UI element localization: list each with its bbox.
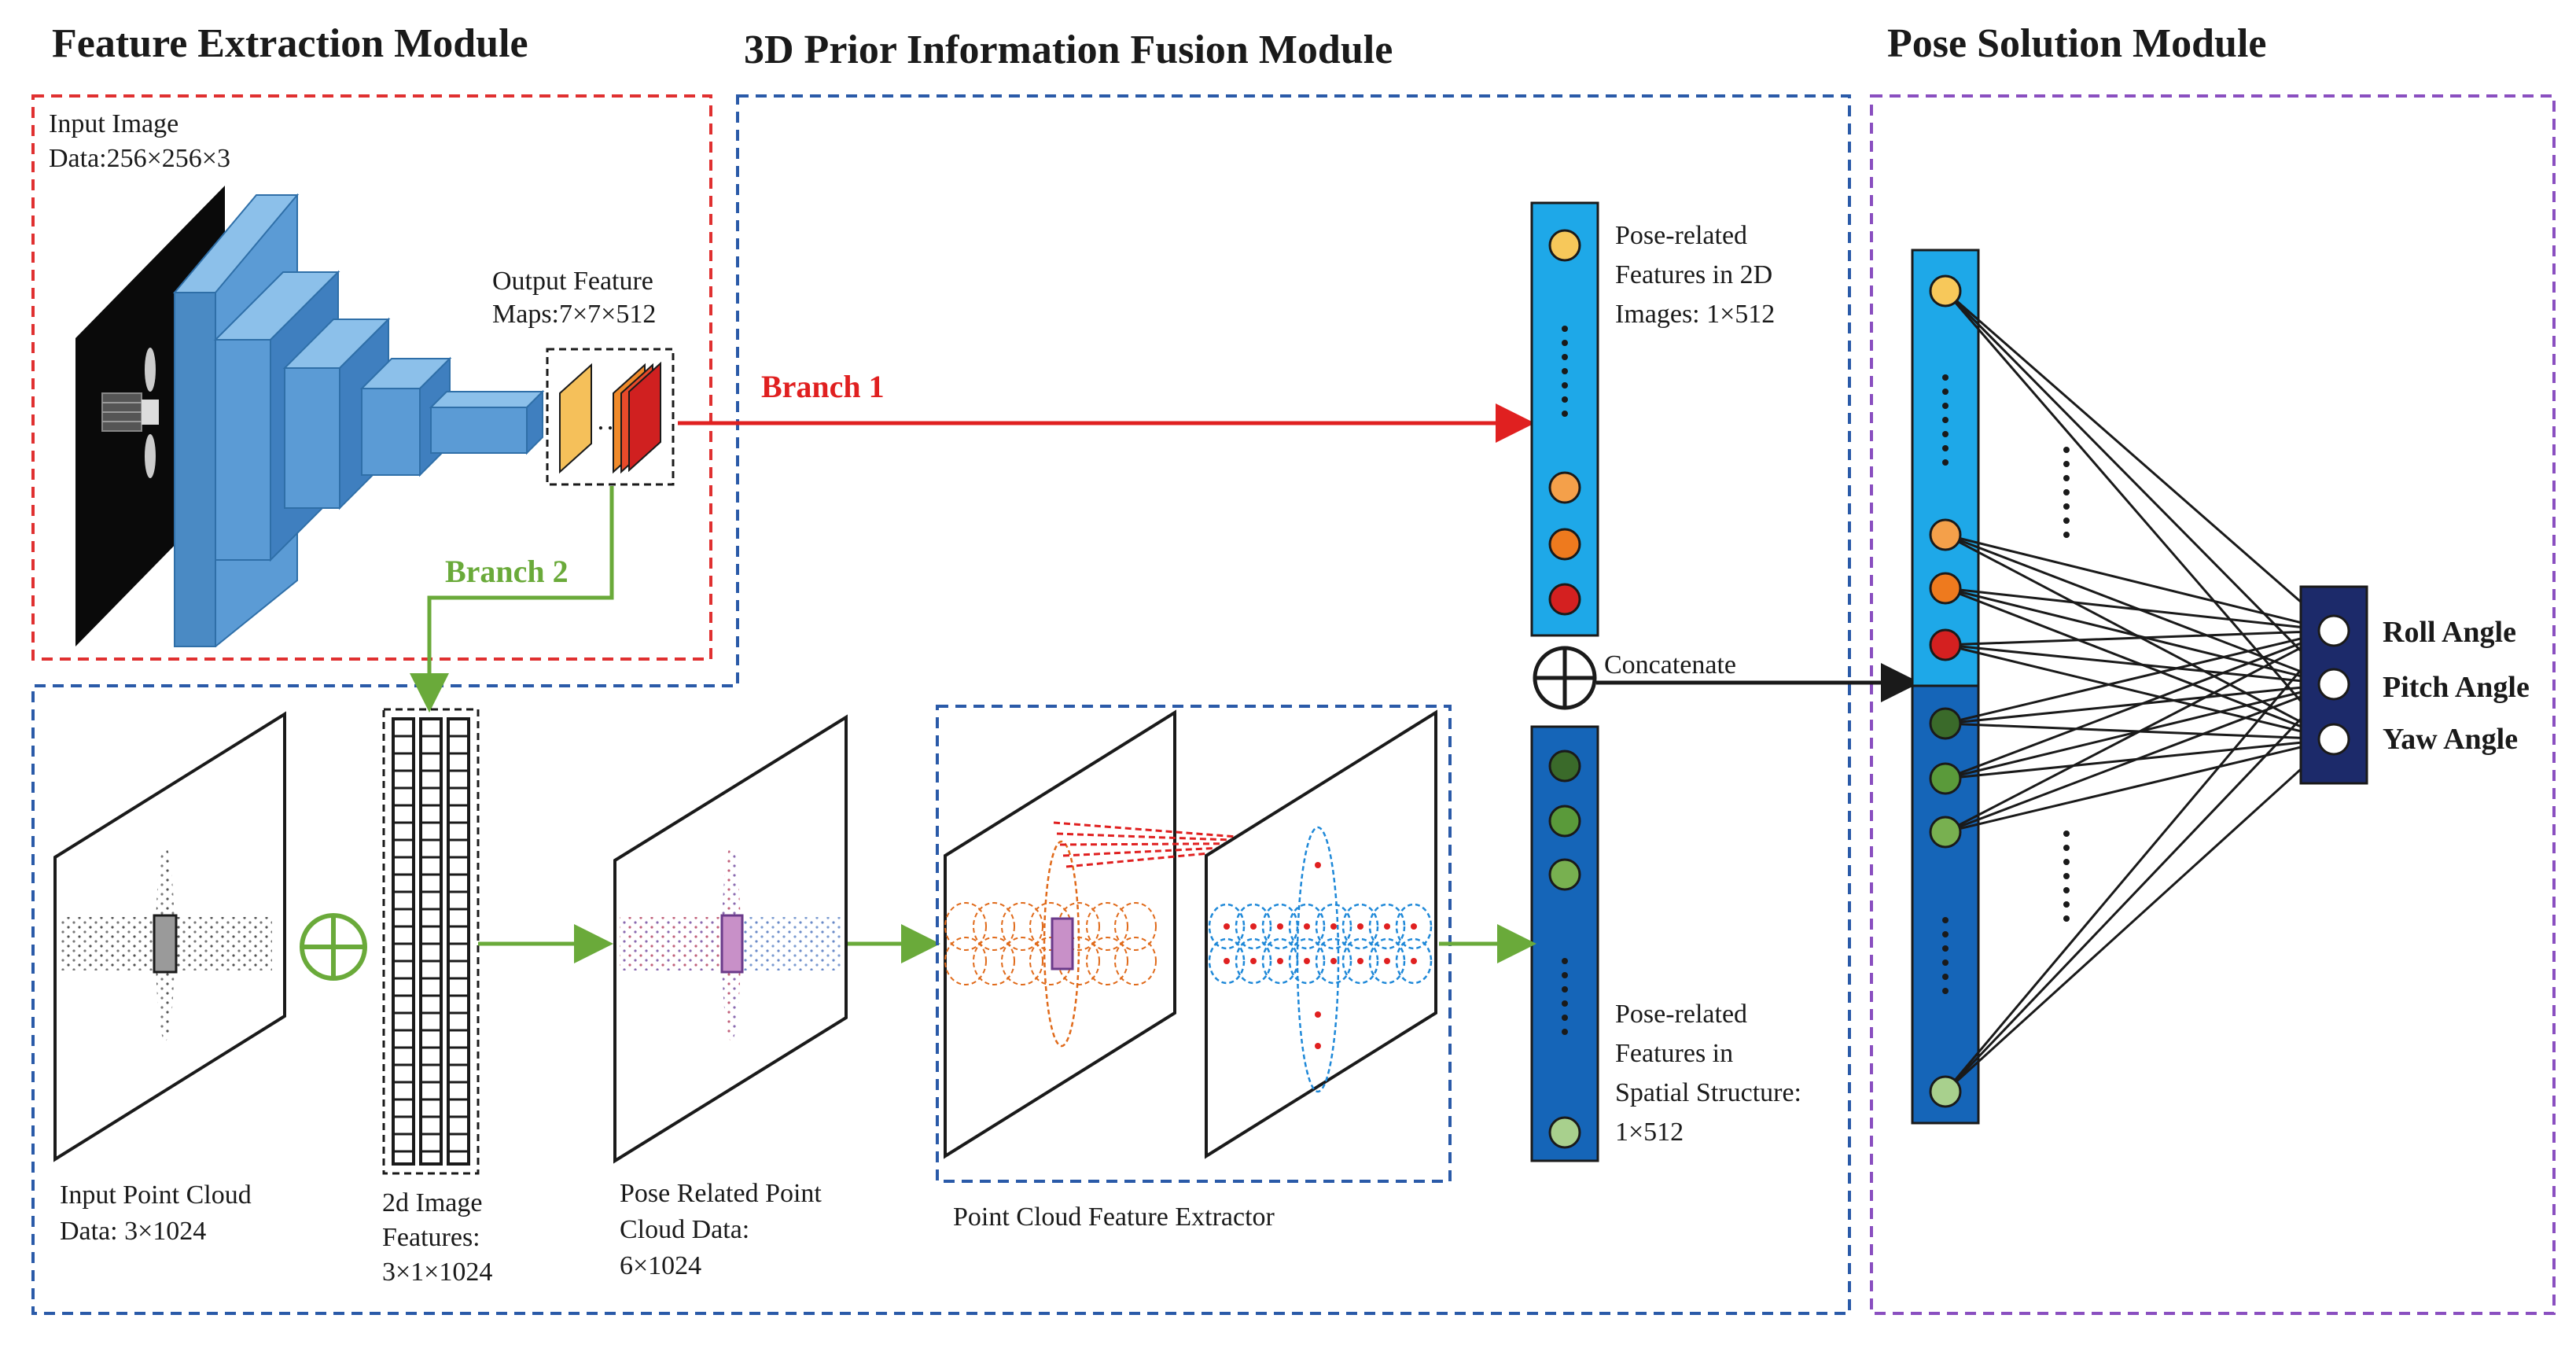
pose-related-cloud-label-3: 6×1024 bbox=[620, 1251, 701, 1280]
extractor-plane-left bbox=[944, 709, 1319, 1159]
node-yellow bbox=[1548, 229, 1581, 262]
input-image-size: Data:256×256×3 bbox=[49, 144, 230, 173]
extractor-label: Point Cloud Feature Extractor bbox=[953, 1203, 1275, 1232]
fusion-plus-icon bbox=[300, 913, 367, 981]
fusion-module-frame bbox=[31, 94, 1851, 1315]
image-features-label-1: 2d Image bbox=[382, 1188, 482, 1217]
pose-spatial-label-4: 1×512 bbox=[1615, 1118, 1684, 1147]
fc-output-layer bbox=[2299, 585, 2368, 785]
roll-node bbox=[2317, 614, 2350, 647]
extractor-plane-right bbox=[1205, 709, 1437, 1159]
pose-spatial-label-3: Spatial Structure: bbox=[1615, 1078, 1801, 1107]
pose-solution-title: Pose Solution Module bbox=[1887, 21, 2267, 66]
yaw-angle-label: Yaw Angle bbox=[2383, 723, 2518, 756]
node-green bbox=[1548, 805, 1581, 838]
pose-2d-label-3: Images: 1×512 bbox=[1615, 300, 1775, 329]
node-dark-green bbox=[1548, 750, 1581, 783]
fc-node-orange bbox=[1929, 518, 1962, 551]
node-red bbox=[1548, 583, 1581, 616]
fc-node-red bbox=[1929, 628, 1962, 661]
concatenate-icon bbox=[1533, 646, 1597, 710]
concatenate-label: Concatenate bbox=[1604, 650, 1736, 680]
node-light-green bbox=[1548, 1116, 1581, 1149]
branch2-label: Branch 2 bbox=[445, 554, 569, 589]
output-feature-label: Output Feature bbox=[492, 267, 653, 296]
feature-extraction-frame bbox=[31, 94, 712, 661]
input-point-cloud-label: Input Point Cloud bbox=[60, 1180, 252, 1210]
output-feature-maps: … bbox=[546, 348, 675, 486]
pitch-node bbox=[2317, 668, 2350, 701]
input-image-label: Input Image bbox=[49, 109, 178, 138]
input-point-cloud-plane bbox=[53, 711, 286, 1162]
pose-spatial-label-2: Features in bbox=[1615, 1039, 1733, 1068]
fc-node-mid-green bbox=[1929, 816, 1962, 849]
image-features-label-2: Features: bbox=[382, 1223, 480, 1252]
pose-spatial-label-1: Pose-related bbox=[1615, 1000, 1747, 1029]
satellite-icon bbox=[101, 348, 159, 478]
yaw-node bbox=[2317, 723, 2350, 756]
output-feature-size: Maps:7×7×512 bbox=[492, 300, 656, 329]
node-mid-green bbox=[1548, 858, 1581, 891]
input-point-cloud-size: Data: 3×1024 bbox=[60, 1217, 206, 1246]
branch1-label: Branch 1 bbox=[761, 369, 885, 404]
branch2-arrow bbox=[410, 486, 614, 713]
node-orange bbox=[1548, 471, 1581, 504]
fc-node-dark-green bbox=[1929, 707, 1962, 740]
fc-connections bbox=[1944, 289, 2335, 1093]
fusion-module-title: 3D Prior Information Fusion Module bbox=[744, 28, 1393, 72]
image-features-2d-block bbox=[382, 708, 480, 1175]
fc-node-green bbox=[1929, 762, 1962, 795]
roll-angle-label: Roll Angle bbox=[2383, 616, 2516, 649]
pose-2d-label-2: Features in 2D bbox=[1615, 260, 1772, 289]
fc-input-nodes bbox=[1929, 274, 1962, 1108]
cnn-backbone bbox=[172, 193, 545, 647]
fc-node-dark-orange bbox=[1929, 572, 1962, 605]
fc-input-layer bbox=[1911, 249, 2070, 1125]
pose-solution-frame bbox=[1870, 94, 2556, 1315]
feature-extraction-title: Feature Extraction Module bbox=[52, 21, 528, 66]
pose-2d-feature-vector bbox=[1530, 201, 1599, 637]
pose-related-cloud-label-2: Cloud Data: bbox=[620, 1215, 749, 1244]
node-dark-orange bbox=[1548, 528, 1581, 561]
pose-2d-label-1: Pose-related bbox=[1615, 221, 1747, 250]
image-features-label-3: 3×1×1024 bbox=[382, 1258, 492, 1287]
fc-node-light-green bbox=[1929, 1075, 1962, 1108]
pitch-angle-label: Pitch Angle bbox=[2383, 671, 2530, 704]
pose-related-cloud-plane bbox=[613, 714, 848, 1164]
pose-related-cloud-label-1: Pose Related Point bbox=[620, 1179, 822, 1208]
pose-spatial-feature-vector bbox=[1530, 725, 1599, 1162]
fc-node-yellow bbox=[1929, 274, 1962, 308]
